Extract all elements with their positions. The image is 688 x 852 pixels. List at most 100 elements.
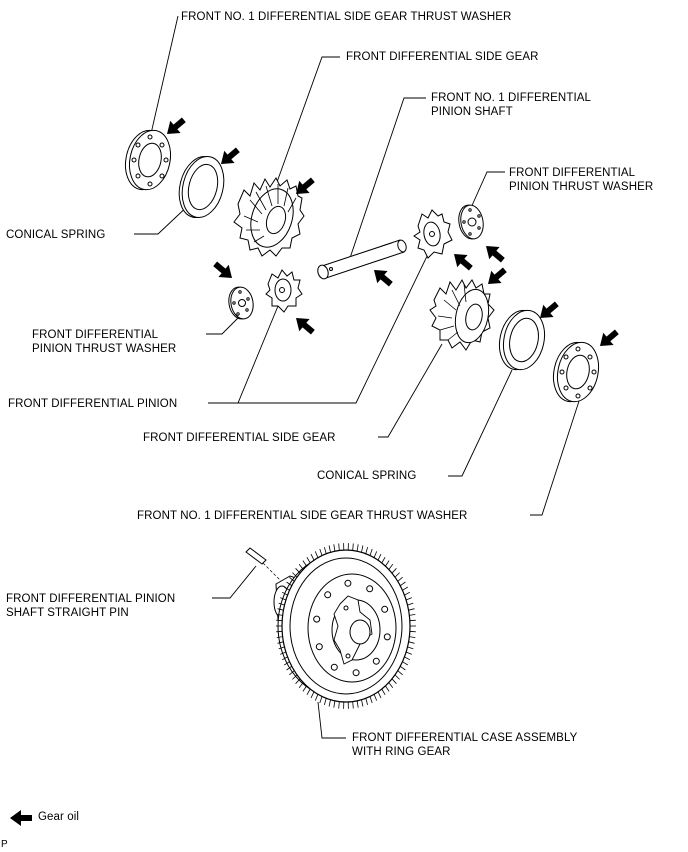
ring-gear-tooth xyxy=(370,697,372,704)
arrow-left-icon xyxy=(167,117,186,134)
label-pinion-thrust-right-line1: FRONT DIFFERENTIAL xyxy=(509,167,636,179)
ring-gear-tooth xyxy=(408,603,414,605)
ring-gear-tooth xyxy=(409,637,415,638)
ring-gear-tooth xyxy=(378,554,381,560)
ring-gear-tooth xyxy=(292,573,297,578)
label-side-gear-bottom: FRONT DIFFERENTIAL SIDE GEAR xyxy=(143,432,336,444)
ring-gear-tooth xyxy=(303,686,307,692)
label-pinion-thrust-left-line2: PINION THRUST WASHER xyxy=(32,343,177,355)
pinion-shaft xyxy=(316,239,408,280)
ring-gear-tooth xyxy=(282,592,287,595)
ring-gear-tooth xyxy=(276,620,282,621)
ring-gear-tooth xyxy=(279,647,285,649)
label-pinion: FRONT DIFFERENTIAL PINION xyxy=(8,398,178,410)
bolt-hole xyxy=(331,664,337,670)
side-gear-thrust-washer-bottom xyxy=(548,338,604,405)
ring-gear-tooth xyxy=(311,554,314,560)
leader-lines xyxy=(134,15,581,739)
legend-gear-oil-text: Gear oil xyxy=(38,811,80,823)
label-case-assembly: FRONT DIFFERENTIAL CASE ASSEMBLY WITH RI… xyxy=(352,731,577,759)
label-case-line1: FRONT DIFFERENTIAL CASE ASSEMBLY xyxy=(352,732,578,744)
conical-spring-bottom xyxy=(494,306,550,373)
arrow-left-icon xyxy=(296,177,315,194)
ring-gear-tooth xyxy=(409,614,415,615)
label-thrust-washer-bottom: FRONT NO. 1 DIFFERENTIAL SIDE GEAR THRUS… xyxy=(137,510,468,522)
ring-gear-tooth xyxy=(289,577,294,581)
ring-gear-tooth xyxy=(392,679,396,684)
label-side-gear-top: FRONT DIFFERENTIAL SIDE GEAR xyxy=(346,51,539,63)
ring-gear-tooth xyxy=(296,679,300,684)
ring-gear-tooth xyxy=(278,642,284,644)
ring-gear-tooth xyxy=(410,620,416,621)
ring-gear-tooth xyxy=(385,561,389,567)
bolt-hole xyxy=(345,580,351,586)
arrow-left-icon xyxy=(486,246,505,263)
side-gear-top xyxy=(234,178,304,256)
pinion-thrust-washer-right xyxy=(456,203,486,240)
ring-gear-tooth xyxy=(279,603,285,605)
ring-gear-tooth xyxy=(374,551,377,557)
label-straight-pin: FRONT DIFFERENTIAL PINION SHAFT STRAIGHT… xyxy=(6,592,175,620)
legend-arrow-icon xyxy=(10,810,32,826)
ring-gear-tooth xyxy=(395,675,400,680)
label-case-line2: WITH RING GEAR xyxy=(352,746,451,758)
label-straight-pin-line2: SHAFT STRAIGHT PIN xyxy=(6,607,129,619)
ring-gear-tooth xyxy=(320,697,322,704)
label-conical-spring-right: CONICAL SPRING xyxy=(317,470,417,482)
ring-gear-tooth xyxy=(320,549,322,556)
ring-gear-tooth xyxy=(366,547,368,554)
ring-gear-tooth xyxy=(277,614,283,615)
differential-pinion-right xyxy=(414,210,452,258)
differential-pinion-left xyxy=(266,270,302,312)
ring-gear-tooth xyxy=(299,564,303,569)
gear-oil-arrows xyxy=(10,117,619,826)
ring-gear-tooth xyxy=(405,592,410,595)
ring-gear-tooth xyxy=(303,561,307,567)
label-pinion-shaft: FRONT NO. 1 DIFFERENTIAL PINION SHAFT xyxy=(431,91,591,119)
ring-gear-tooth xyxy=(280,598,286,600)
ring-gear-tooth xyxy=(385,686,389,692)
ring-gear-tooth xyxy=(374,694,377,700)
ring-gear-tooth xyxy=(408,647,414,649)
arrow-left-icon xyxy=(213,261,232,278)
ring-gear-tooth xyxy=(324,698,326,705)
bolt-hole xyxy=(382,606,388,612)
ring-gear-tooth xyxy=(339,544,340,551)
ring-gear-tooth xyxy=(370,549,372,556)
ring-gear-tooth xyxy=(339,702,340,709)
ring-gear-tooth xyxy=(403,662,408,665)
ring-gear-tooth xyxy=(398,577,403,581)
ring-gear-tooth xyxy=(307,557,310,563)
ring-gear-tooth xyxy=(362,546,363,553)
ring-gear-tooth xyxy=(324,547,326,554)
ring-gear-tooth xyxy=(278,609,284,611)
ring-gear-tooth xyxy=(409,609,415,611)
ring-gear-tooth xyxy=(389,683,393,688)
ring-gear-tooth xyxy=(296,568,300,573)
ring-gear-tooth xyxy=(284,587,289,590)
label-conical-spring-left: CONICAL SPRING xyxy=(6,229,106,241)
ring-gear-tooth xyxy=(357,701,358,708)
ring-gear-tooth xyxy=(357,544,358,551)
ring-gear-tooth xyxy=(299,683,303,688)
conical-spring-top xyxy=(173,152,230,222)
ring-gear-tooth xyxy=(334,701,335,708)
arrow-left-icon xyxy=(454,254,473,271)
label-pinion-thrust-washer-left: FRONT DIFFERENTIAL PINION THRUST WASHER xyxy=(32,328,176,356)
ring-gear-tooth xyxy=(282,657,287,660)
flange-bolt-holes xyxy=(314,580,391,675)
ring-gear-tooth xyxy=(392,568,396,573)
bolt-hole xyxy=(325,592,331,598)
ring-gear-tooth xyxy=(276,631,282,632)
bolt-hole xyxy=(314,616,320,622)
bolt-hole xyxy=(316,644,322,650)
arrow-left-icon xyxy=(600,329,619,346)
label-pinion-thrust-left-line1: FRONT DIFFERENTIAL xyxy=(32,329,159,341)
bolt-hole xyxy=(384,634,390,640)
ring-gear-tooth xyxy=(400,582,405,586)
ring-gear-tooth xyxy=(409,642,415,644)
side-gear-thrust-washer-top xyxy=(120,126,176,193)
label-straight-pin-line1: FRONT DIFFERENTIAL PINION xyxy=(6,593,176,605)
arrow-left-icon xyxy=(540,301,559,318)
straight-pin xyxy=(246,548,296,596)
